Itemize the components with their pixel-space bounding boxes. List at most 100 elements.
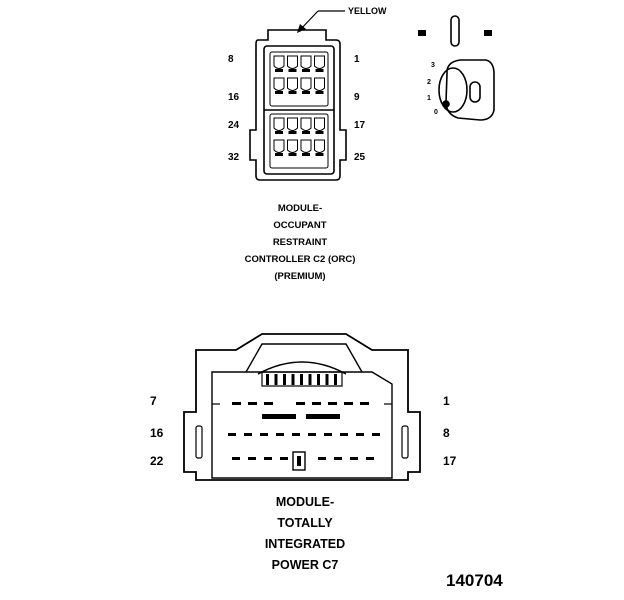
- c7-large-cavity: [262, 414, 296, 419]
- c2-terminal-cavity: [287, 117, 298, 131]
- c2-lower-cavity-block: [269, 113, 329, 169]
- c2-terminal-cavity: [273, 55, 285, 69]
- c2-terminal-cavity: [300, 139, 312, 153]
- c7-terminal-cavity: [366, 457, 374, 460]
- c2-caption-line: (PREMIUM): [274, 271, 326, 282]
- c2-terminal-slot: [275, 153, 283, 156]
- c2-terminal-cavity: [300, 55, 312, 69]
- c2-pin-label-lower-right: 17: [354, 120, 366, 131]
- c2-pin-label-mid-right: 9: [354, 92, 360, 103]
- c2-terminal-cavity: [273, 139, 285, 153]
- c7-right-guide: [401, 425, 409, 459]
- c7-terminal-cavity: [340, 433, 348, 436]
- c7-terminal-cavity: [260, 433, 268, 436]
- c7-terminal-cavity: [308, 433, 316, 436]
- c2-caption-line: RESTRAINT: [272, 237, 328, 248]
- c2-terminal-cavity: [273, 117, 285, 131]
- c7-caption-line: POWER C7: [271, 558, 339, 572]
- c2-pin-label-top-right: 1: [354, 54, 360, 65]
- key-body: [445, 59, 495, 121]
- c7-latch-hood: [245, 343, 363, 373]
- c2-terminal-slot: [288, 153, 297, 156]
- c2-terminal-slot: [315, 131, 324, 134]
- c7-latch-rib: [300, 374, 303, 385]
- c7-terminal-cavity: [232, 457, 240, 460]
- c2-upper-cavity-block: [269, 51, 329, 107]
- c7-pin-label-row1-left: 7: [150, 394, 157, 408]
- c2-terminal-cavity: [314, 77, 325, 91]
- c2-pin-label-top-left: 8: [228, 54, 234, 65]
- c2-terminal-cavity: [300, 77, 312, 91]
- c7-latch-rib: [308, 374, 312, 385]
- c2-caption-line: OCCUPANT: [273, 220, 327, 231]
- c7-caption-line: INTEGRATED: [264, 537, 346, 551]
- c7-latch-rib: [325, 374, 329, 385]
- c7-center-key: [292, 451, 306, 471]
- key-hole: [469, 81, 481, 103]
- c7-latch-rib: [274, 374, 278, 385]
- c7-cavity-grid: [228, 374, 380, 460]
- c7-terminal-cavity: [318, 457, 326, 460]
- c2-pin-label-lower-left: 24: [228, 120, 240, 131]
- c2-cavity-grid: [273, 55, 325, 156]
- key-ring: [438, 67, 468, 113]
- c7-terminal-cavity: [280, 457, 288, 460]
- c7-large-cavity: [306, 414, 340, 419]
- c7-terminal-cavity: [232, 402, 241, 405]
- c7-latch-rib: [291, 374, 295, 385]
- c7-terminal-cavity: [228, 433, 236, 436]
- key-detail-drawing: [418, 15, 495, 121]
- c7-latch-rib: [266, 374, 269, 385]
- c2-terminal-slot: [315, 91, 324, 94]
- c7-inner-housing: [211, 371, 393, 479]
- c2-terminal-slot: [275, 91, 283, 94]
- c7-terminal-cavity: [276, 433, 284, 436]
- c2-outer-housing: [249, 29, 347, 181]
- c2-terminal-slot: [302, 153, 310, 156]
- c2-terminal-cavity: [287, 55, 298, 69]
- c2-terminal-slot: [302, 69, 310, 72]
- c7-terminal-cavity: [328, 402, 337, 405]
- c7-terminal-cavity: [264, 457, 272, 460]
- key-slot-outline: [450, 15, 460, 47]
- c7-caption-line: TOTALLY: [277, 516, 333, 530]
- key-position-0: 0: [434, 109, 438, 116]
- c2-terminal-slot: [288, 91, 297, 94]
- c7-latch-arch: [257, 361, 347, 375]
- c2-terminal-slot: [275, 69, 283, 72]
- c7-pin-label-row2-left: 16: [150, 426, 164, 440]
- c7-terminal-cavity: [292, 433, 300, 436]
- c7-terminal-cavity: [296, 402, 305, 405]
- c2-pin-label-bottom-right: 25: [354, 152, 366, 163]
- connector-c2-caption: MODULE- OCCUPANT RESTRAINT CONTROLLER C2…: [220, 200, 380, 285]
- c7-terminal-cavity: [334, 457, 342, 460]
- key-detent: [442, 100, 450, 108]
- c7-pin-label-row3-left: 22: [150, 454, 164, 468]
- key-left-marker: [418, 30, 426, 36]
- c7-pin-label-row3-right: 17: [443, 454, 457, 468]
- c2-terminal-cavity: [300, 117, 312, 131]
- c2-terminal-slot: [315, 69, 324, 72]
- key-position-2: 2: [427, 79, 431, 86]
- c2-terminal-cavity: [314, 117, 325, 131]
- c7-latch-rib: [317, 374, 320, 385]
- c2-pin-label-bottom-left: 32: [228, 152, 240, 163]
- c2-terminal-slot: [288, 131, 297, 134]
- c7-latch-rib: [334, 374, 337, 385]
- c7-pin-label-row2-right: 8: [443, 426, 450, 440]
- c7-terminal-cavity: [248, 402, 257, 405]
- c2-terminal-slot: [302, 91, 310, 94]
- connector-c2-drawing: [249, 10, 347, 181]
- c7-terminal-cavity: [324, 433, 332, 436]
- c7-terminal-cavity: [244, 433, 252, 436]
- key-position-1: 1: [427, 95, 431, 102]
- c7-latch-rib: [283, 374, 286, 385]
- c2-terminal-slot: [275, 131, 283, 134]
- c7-latch-window: [261, 371, 343, 387]
- c7-terminal-cavity: [344, 402, 353, 405]
- c7-terminal-cavity: [350, 457, 358, 460]
- c7-terminal-cavity: [356, 433, 364, 436]
- c2-terminal-cavity: [287, 77, 298, 91]
- c7-terminal-cavity: [360, 402, 369, 405]
- key-position-3: 3: [431, 62, 435, 69]
